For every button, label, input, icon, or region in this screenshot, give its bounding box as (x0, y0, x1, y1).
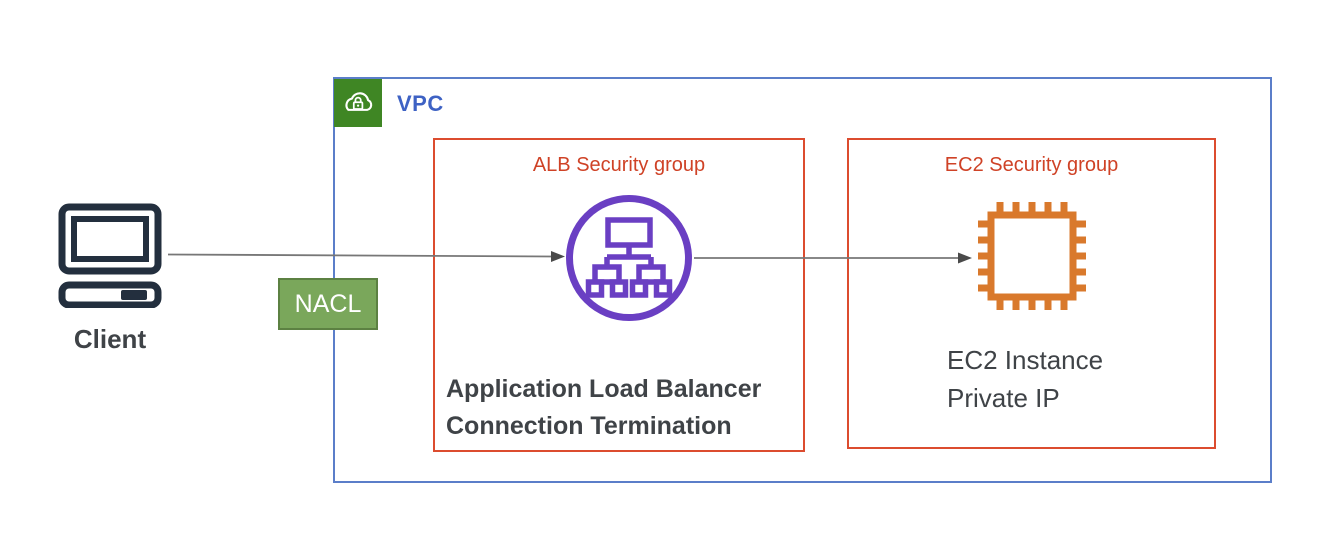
alb-caption-line-1: Application Load Balancer (446, 375, 762, 403)
ec2-caption-line-1: EC2 Instance (947, 345, 1104, 375)
client-computer-icon (57, 202, 163, 313)
ec2-security-group-box: EC2 Security group (847, 138, 1216, 449)
alb-caption-line-2: Connection Termination (446, 412, 732, 440)
ec2-caption: EC2 Instance Private IP (947, 341, 1103, 417)
ec2-caption-line-2: Private IP (947, 383, 1060, 413)
alb-caption: Application Load Balancer Connection Ter… (446, 371, 761, 445)
ec2-security-group-label: EC2 Security group (944, 154, 1119, 176)
cloud-lock-glyph (345, 92, 373, 111)
alb-security-group-box: ALB Security group (433, 138, 805, 452)
client-computer-glyph (58, 203, 162, 309)
vpc-label: VPC (397, 91, 444, 116)
client-label: Client (73, 324, 147, 354)
nacl-box: NACL (278, 278, 378, 330)
alb-security-group-label: ALB Security group (532, 154, 706, 176)
ec2-chip-glyph (978, 202, 1086, 310)
ec2-chip-icon (978, 202, 1086, 315)
vpc-cloud-lock-icon (334, 79, 382, 127)
load-balancer-icon (566, 195, 692, 321)
load-balancer-glyph (585, 217, 673, 298)
